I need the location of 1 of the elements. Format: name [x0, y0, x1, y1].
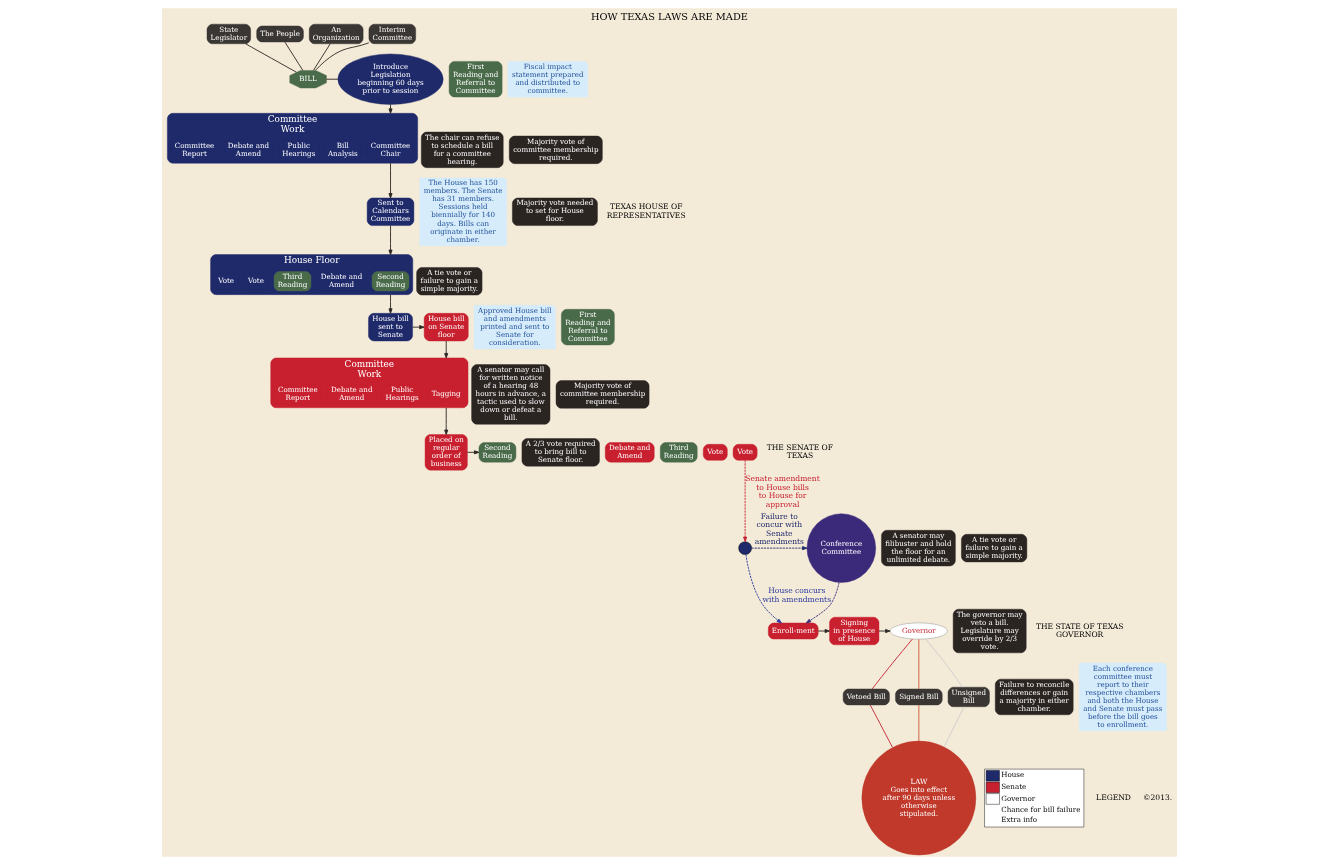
diagram-title: HOW TEXAS LAWS ARE MADE	[590, 10, 748, 22]
